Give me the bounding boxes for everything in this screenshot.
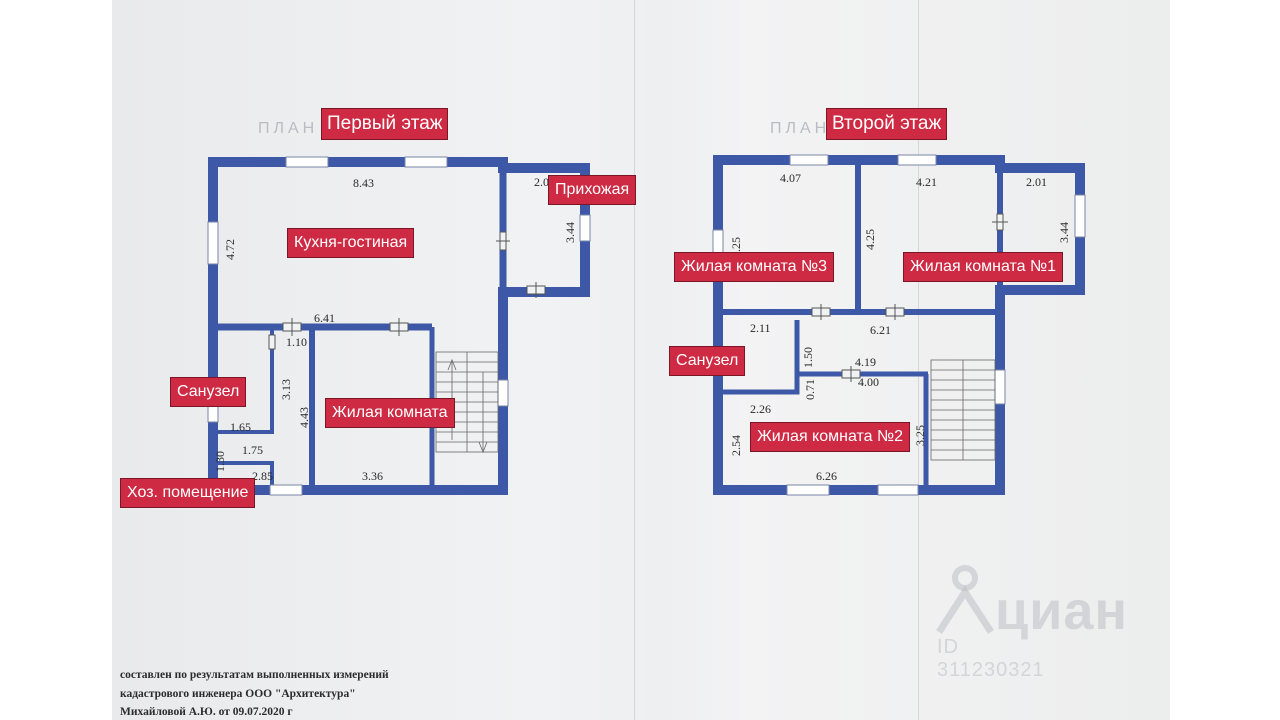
room-label-living-1: Жилая комната №1: [903, 252, 1064, 282]
floor2-stairs: [930, 359, 996, 461]
dim: 6.21: [870, 323, 891, 337]
room-label-bathroom-2: Санузел: [669, 346, 746, 376]
dim: 3.44: [563, 222, 577, 243]
floor2-windows: [712, 154, 1086, 496]
room-label-hallway: Прихожая: [548, 175, 637, 205]
dim: 4.19: [855, 355, 876, 369]
footer-line: составлен по результатам выполненных изм…: [120, 669, 389, 681]
floor1-bath-wall: [213, 327, 274, 434]
floor1-storage-wall: [213, 461, 274, 490]
dim: 1.30: [213, 451, 227, 472]
dim: 2.26: [750, 402, 771, 416]
dim: 1.10: [286, 335, 307, 349]
dim: 3.36: [362, 469, 383, 483]
paper-fold: [634, 0, 635, 720]
floor1-dimensions: 8.43 2.0 3.44 4.72 6.41 1.10 3.13 4.43 1…: [213, 175, 577, 483]
room-label-kitchen-living: Кухня-гостиная: [287, 228, 415, 258]
floor2-doors: [811, 213, 1008, 382]
footer-line: кадастрового инженера ООО "Архитектура": [120, 688, 356, 700]
footer-line: Михайловой А.Ю. от 09.07.2020 г: [120, 706, 293, 718]
room-label-bathroom-1: Санузел: [170, 377, 247, 407]
dim: 6.26: [816, 469, 837, 483]
dim: 4.00: [858, 375, 879, 389]
paper-fold: [918, 0, 919, 720]
room-label-living-2: Жилая комната №2: [750, 422, 911, 452]
room-label-living-room: Жилая комната: [325, 398, 455, 428]
watermark-brand: циан: [995, 581, 1129, 641]
dim: 2.85: [252, 469, 273, 483]
dim: 4.72: [223, 239, 237, 260]
dim: 3.25: [913, 425, 927, 446]
room-label-living-3: Жилая комната №3: [674, 252, 835, 282]
dim: 2.11: [750, 321, 771, 335]
dim: 8.43: [353, 176, 374, 190]
floor1-doors: [268, 231, 546, 350]
dim: 4.25: [863, 229, 877, 250]
watermark-id: ID 311230321: [937, 636, 1045, 681]
dim: 0.71: [803, 379, 817, 400]
floor2-title: Второй этаж: [826, 108, 948, 140]
floor1-title: Первый этаж: [321, 108, 449, 140]
dim: 4.43: [297, 407, 311, 428]
dim: 4.21: [916, 175, 937, 189]
floor2-bath-wall: [718, 320, 800, 395]
dim: 2.01: [1026, 175, 1047, 189]
location-pin-icon: [936, 565, 994, 634]
dim: 3.13: [279, 379, 293, 400]
floor1-windows: [207, 156, 591, 496]
dim: 1.65: [230, 420, 251, 434]
dim: 2.54: [729, 435, 743, 456]
dim: 1.75: [242, 443, 263, 457]
dim: 1.50: [801, 347, 815, 368]
room-label-utility: Хоз. помещение: [120, 478, 256, 508]
dim: 6.41: [314, 311, 335, 325]
dim: 2.0: [534, 175, 549, 189]
dim: 4.07: [780, 171, 801, 185]
dim: 3.44: [1057, 222, 1071, 243]
